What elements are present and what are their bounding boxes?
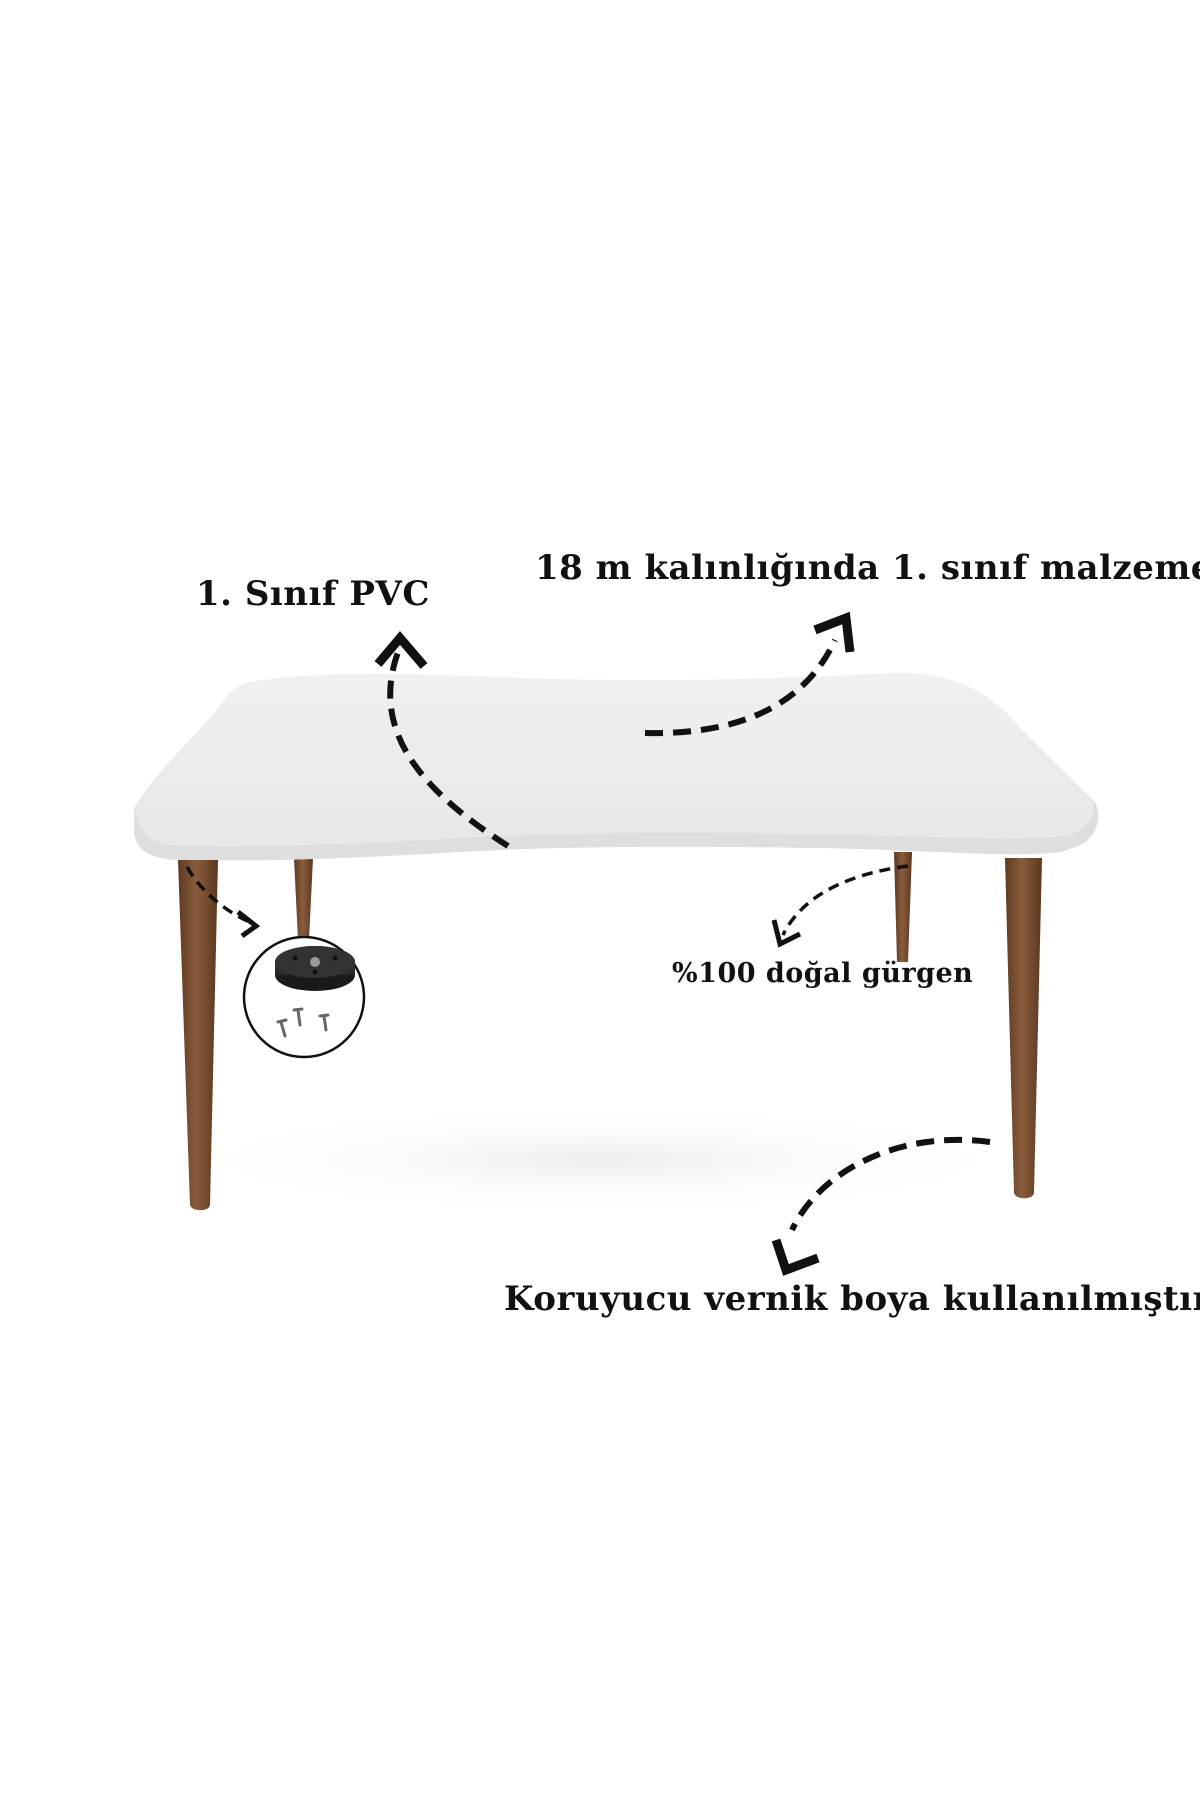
annotation-thickness: 18 m kalınlığında 1. sınıf malzeme [535, 548, 1200, 588]
arrow-thickness-line [644, 638, 838, 737]
floor-shadow [170, 1105, 1030, 1215]
arrow-wood-line [781, 864, 909, 936]
table-leg-front-left [178, 860, 218, 1211]
annotation-varnish: Koruyucu vernik boya kullanılmıştır [504, 1279, 1200, 1319]
annotation-pvc: 1. Sınıf PVC [196, 574, 430, 614]
table-top-edge [134, 800, 1099, 861]
arrow-thickness-head [813, 611, 855, 653]
arrow-pvc-head [374, 631, 428, 669]
arrow-mount-head [236, 910, 261, 939]
leg-mount-hardware-inset [242, 935, 366, 1059]
table-leg-front-right [1005, 858, 1042, 1199]
arrow-pvc-line [387, 650, 510, 849]
arrow-varnish-line [789, 1136, 991, 1232]
arrow-wood-head [771, 919, 802, 948]
table-leg-back-left [294, 858, 313, 940]
table-leg-back-right [894, 852, 912, 962]
arrow-varnish-head [771, 1238, 820, 1276]
table-top [134, 672, 1099, 861]
annotation-wood: %100 doğal gürgen [672, 958, 974, 989]
